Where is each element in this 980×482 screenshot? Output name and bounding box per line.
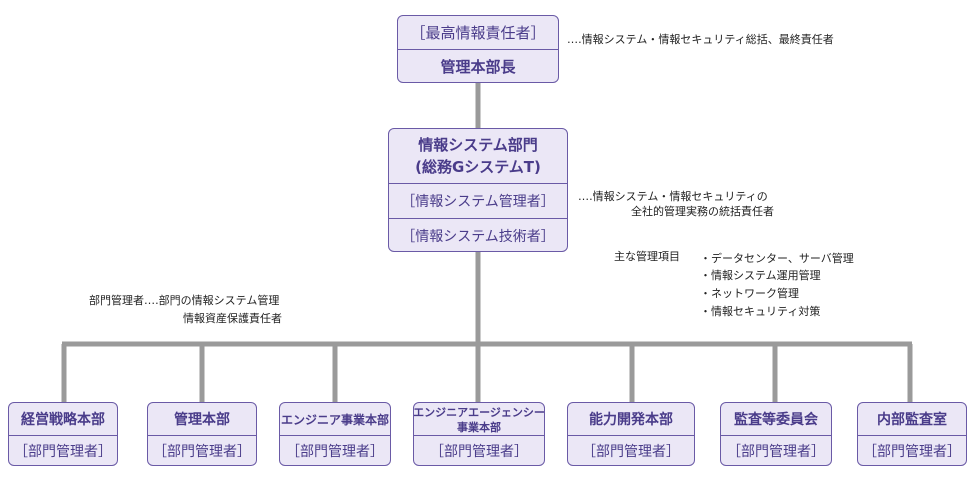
it-dept-box: 情報システム部門 (総務GシステムT) ［情報システム管理者］ ［情報システム技… — [388, 128, 568, 252]
dept-box-divider — [148, 435, 256, 436]
cio-box: ［最高情報責任者］ 管理本部長 — [397, 15, 559, 83]
it-dept-divider-1 — [389, 183, 567, 184]
dept-name: 能力開発本部 — [589, 412, 673, 428]
dept-box-engineer-jigyo: エンジニア事業本部 ［部門管理者］ — [279, 402, 391, 466]
dept-box-divider — [721, 435, 831, 436]
it-manager-role: ［情報システム管理者］ — [401, 194, 555, 210]
dept-role: ［部門管理者］ — [863, 444, 961, 460]
dept-manager-note-line1: 部門管理者‥‥部門の情報システム管理 — [89, 294, 280, 307]
it-dept-divider-2 — [389, 218, 567, 219]
cio-dept-label: 管理本部長 — [440, 58, 516, 76]
it-dept-name: 情報システム部門 — [418, 135, 538, 154]
it-engineer-role: ［情報システム技術者］ — [401, 228, 555, 245]
dept-name: 経営戦略本部 — [21, 412, 105, 428]
management-items-label: 主な管理項目 — [614, 250, 680, 263]
dept-name-line2: 事業本部 — [457, 420, 501, 434]
cio-role-label: ［最高情報責任者］ — [410, 24, 546, 42]
dept-box-divider — [414, 435, 544, 436]
dept-role: ［部門管理者］ — [286, 444, 384, 460]
dept-name-line1: エンジニアエージェンシー — [413, 405, 545, 419]
dept-name: 監査等委員会 — [734, 412, 818, 428]
dept-box-kanri: 管理本部 ［部門管理者］ — [147, 402, 257, 466]
it-manager-note-line2: 全社的管理実務の統括責任者 — [631, 205, 774, 218]
cio-note: ‥‥情報システム・情報セキュリティ総括、最終責任者 — [567, 33, 834, 46]
dept-name: 管理本部 — [174, 412, 230, 428]
dept-role: ［部門管理者］ — [430, 444, 528, 460]
dept-box-divider — [858, 435, 966, 436]
dept-name: エンジニア事業本部 — [280, 412, 389, 427]
management-item: ・情報システム運用管理 — [700, 269, 821, 282]
dept-role: ［部門管理者］ — [727, 444, 825, 460]
dept-box-kansa-tou-iinkai: 監査等委員会 ［部門管理者］ — [720, 402, 832, 466]
dept-box-noryoku-kaihatsu: 能力開発本部 ［部門管理者］ — [567, 402, 695, 466]
management-item: ・情報セキュリティ対策 — [700, 305, 821, 318]
it-manager-note-line1: ‥‥情報システム・情報セキュリティの — [578, 190, 768, 203]
dept-box-naibu-kansa: 内部監査室 ［部門管理者］ — [857, 402, 967, 466]
dept-box-divider — [9, 435, 117, 436]
dept-role: ［部門管理者］ — [582, 444, 680, 460]
dept-role: ［部門管理者］ — [153, 444, 251, 460]
dept-box-divider — [280, 435, 390, 436]
dept-manager-note-line2: 情報資産保護責任者 — [183, 312, 282, 325]
management-item: ・データセンター、サーバ管理 — [700, 252, 854, 265]
management-item: ・ネットワーク管理 — [700, 287, 799, 300]
it-dept-subname: (総務GシステムT) — [415, 157, 541, 176]
dept-box-engineer-agency: エンジニアエージェンシー 事業本部 ［部門管理者］ — [413, 402, 545, 466]
dept-role: ［部門管理者］ — [14, 444, 112, 460]
cio-box-divider — [398, 49, 558, 50]
dept-name: 内部監査室 — [877, 412, 947, 428]
dept-box-keiei-senryaku: 経営戦略本部 ［部門管理者］ — [8, 402, 118, 466]
dept-box-divider — [568, 435, 694, 436]
